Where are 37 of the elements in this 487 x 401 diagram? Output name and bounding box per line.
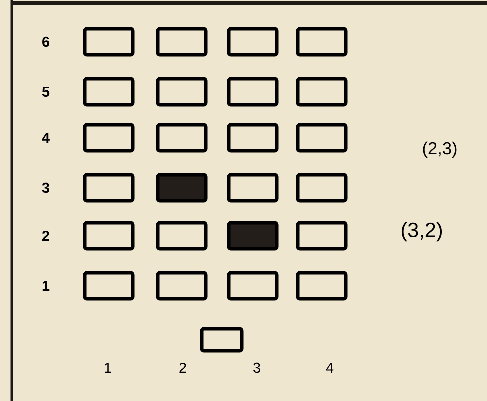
label: 4 <box>326 363 334 373</box>
seat-box <box>83 77 135 107</box>
label: 1 <box>42 281 50 291</box>
seat-box <box>156 123 208 153</box>
label: 2 <box>180 362 186 373</box>
label: 4 <box>42 133 50 143</box>
seat-box <box>83 271 135 301</box>
seat-box <box>227 173 279 203</box>
label: 1 <box>105 363 112 373</box>
label: 3 <box>254 362 260 374</box>
seat-box <box>296 271 348 301</box>
seat-box <box>156 77 208 107</box>
shaded-seat-box <box>227 221 279 251</box>
seat-box <box>227 27 279 57</box>
seat-box <box>83 221 135 251</box>
label: 6 <box>42 36 50 48</box>
seat-box <box>296 173 348 203</box>
seat-box <box>156 271 208 301</box>
seat-box <box>296 27 348 57</box>
seat-box <box>83 173 135 203</box>
seat-box <box>156 221 208 251</box>
shaded-seat-box <box>156 173 208 203</box>
seat-box <box>296 221 348 251</box>
seat-box <box>296 123 348 153</box>
label: (3,2) <box>402 222 442 242</box>
seat-box <box>156 27 208 57</box>
seat-box <box>83 123 135 153</box>
label: 2 <box>42 230 50 242</box>
seat-box <box>227 123 279 153</box>
seat-box <box>227 77 279 107</box>
seat-box <box>83 27 135 57</box>
label: 5 <box>42 86 50 98</box>
seat-box <box>296 77 348 107</box>
seat-box <box>200 327 244 353</box>
label: (2,3) <box>423 142 457 158</box>
label: 3 <box>42 182 50 194</box>
seat-box <box>227 271 279 301</box>
